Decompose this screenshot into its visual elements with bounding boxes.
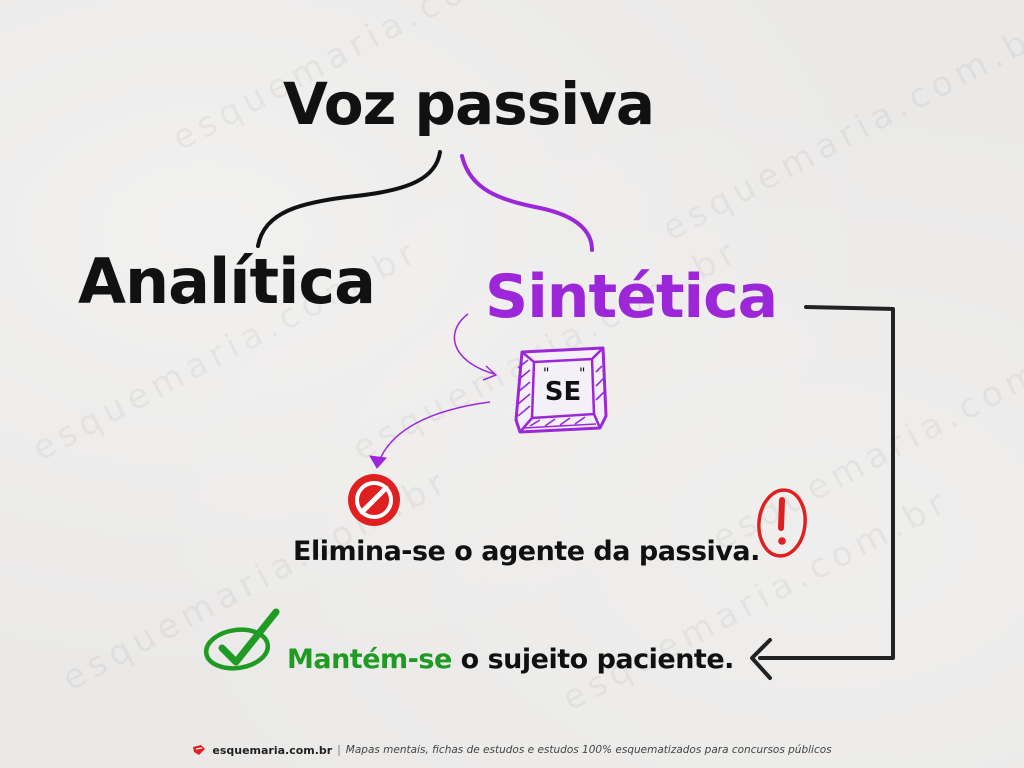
- svg-text:": ": [579, 366, 585, 382]
- arrow-sintetica-to-keeps: [758, 305, 895, 660]
- arrowhead: [482, 365, 497, 381]
- footer-separator: |: [337, 744, 341, 756]
- svg-text:": ": [543, 366, 549, 382]
- prohibited-icon: [348, 474, 400, 526]
- connector-title-sintetica: [460, 154, 594, 252]
- branch-sintetica: Sintética: [485, 262, 778, 332]
- statement-keeps: Mantém-se o sujeito paciente.: [287, 644, 734, 675]
- se-key-icon: SE " ": [514, 346, 608, 434]
- logo-icon: [193, 745, 206, 755]
- se-key-label: SE: [545, 377, 582, 407]
- arrow-se-to-prohibited: [377, 401, 491, 465]
- arrow-sintetica-to-se: [453, 313, 495, 375]
- branch-analitica: Analítica: [78, 245, 376, 318]
- exclamation-icon: [757, 488, 807, 558]
- connector-title-analitica: [256, 150, 442, 248]
- footer: esquemaria.com.br | Mapas mentais, ficha…: [0, 735, 1024, 765]
- arrowhead: [750, 638, 772, 680]
- statement-keeps-highlight: Mantém-se: [287, 644, 452, 675]
- footer-site[interactable]: esquemaria.com.br: [212, 743, 333, 757]
- statement-keeps-rest: o sujeito paciente.: [451, 644, 735, 675]
- arrowhead: [369, 455, 388, 469]
- footer-tagline: Mapas mentais, fichas de estudos e estud…: [345, 744, 832, 756]
- statement-eliminates: Elimina-se o agente da passiva.: [293, 536, 760, 567]
- check-icon: [203, 608, 280, 671]
- map-title: Voz passiva: [283, 70, 655, 138]
